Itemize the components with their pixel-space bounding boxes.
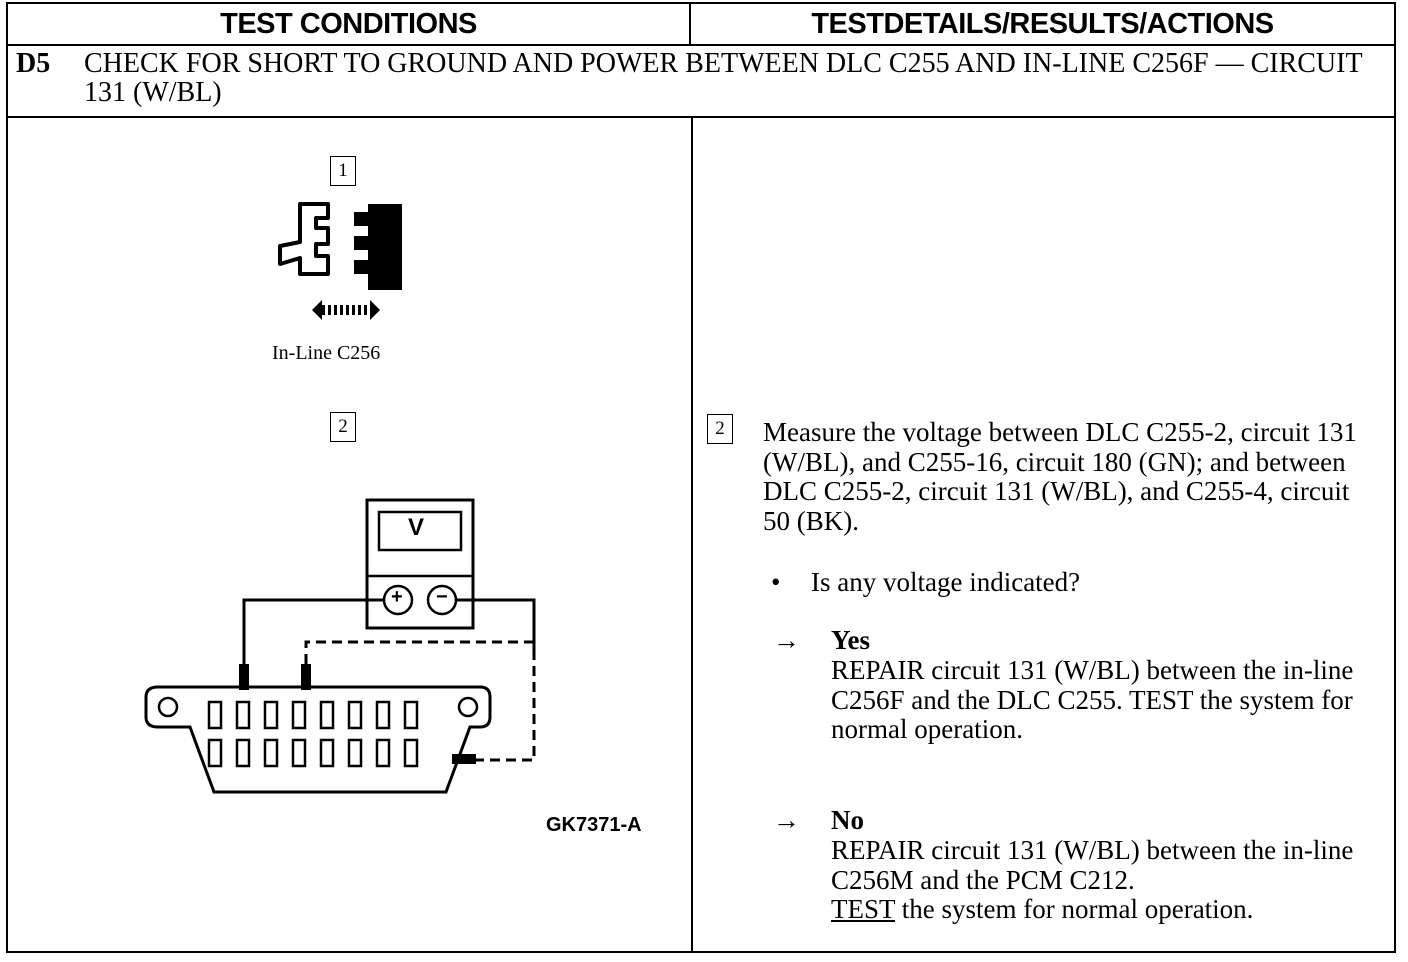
yes-action: REPAIR circuit 131 (W/BL) between the in… (831, 655, 1354, 744)
inline-connector-c256-icon (278, 202, 402, 290)
dlc-pin-cavity-bottom-6 (347, 738, 363, 768)
dlc-pin-cavity-top-3 (263, 700, 279, 730)
details-step-box: 2 (707, 414, 733, 444)
disconnect-arrow-icon (312, 300, 380, 320)
dlc-pin-cavity-top-6 (347, 700, 363, 730)
no-action: REPAIR circuit 131 (W/BL) between the in… (831, 835, 1371, 925)
dlc-pin-cavity-bottom-7 (375, 738, 391, 768)
bullet-icon: • (771, 567, 781, 597)
meter-display-label: V (408, 514, 425, 541)
connector-caption: In-Line C256 (272, 342, 381, 364)
dlc-c255-connector-icon (144, 685, 492, 794)
wiring-diagram-svg (144, 202, 536, 794)
dlc-pin-cavity-top-7 (375, 700, 391, 730)
dlc-pin-cavity-bottom-5 (319, 738, 335, 768)
test-conditions-diagram: 1 (8, 116, 691, 953)
voltage-question: Is any voltage indicated? (811, 567, 1081, 597)
dlc-pin-cavity-bottom-8 (403, 738, 419, 768)
header-test-details: TESTDETAILS/RESULTS/ACTIONS (811, 8, 1274, 40)
procedure-page: TEST CONDITIONS TESTDETAILS/RESULTS/ACTI… (6, 2, 1396, 953)
step2-box: 2 (330, 412, 356, 442)
step1-box: 1 (330, 156, 356, 186)
meter-plus-label: + (391, 586, 403, 608)
dlc-pin-cavity-top-1 (207, 700, 223, 730)
test-details-column: 2 Measure the voltage between DLC C255-2… (693, 116, 1394, 953)
no-action-test-word: TEST (831, 894, 896, 924)
step-title-row: D5 CHECK FOR SHORT TO GROUND AND POWER B… (8, 44, 1394, 118)
dlc-pin-cavity-top-4 (291, 700, 307, 730)
measurement-instruction: Measure the voltage between DLC C255-2, … (763, 417, 1357, 536)
meter-minus-label: − (436, 586, 448, 608)
figure-code: GK7371-A (546, 814, 642, 836)
step-number: D5 (16, 48, 51, 79)
header-test-conditions: TEST CONDITIONS (8, 4, 691, 44)
yes-label: Yes (831, 625, 870, 655)
step-title: CHECK FOR SHORT TO GROUND AND POWER BETW… (84, 48, 1363, 108)
dlc-pin-cavity-bottom-4 (291, 738, 307, 768)
dlc-pin-cavity-bottom-2 (235, 738, 251, 768)
yes-arrow-icon: → (773, 625, 800, 655)
table-header: TEST CONDITIONS TESTDETAILS/RESULTS/ACTI… (8, 4, 1394, 46)
dlc-pin-cavity-top-5 (319, 700, 335, 730)
dlc-pin-cavity-bottom-3 (263, 738, 279, 768)
no-arrow-icon: → (773, 805, 800, 835)
dlc-pin-cavity-top-8 (403, 700, 419, 730)
no-label: No (831, 805, 864, 835)
dlc-pin-cavity-bottom-1 (207, 738, 223, 768)
column-divider (691, 116, 693, 953)
no-action-test-rest: the system for normal operation. (895, 894, 1254, 924)
dlc-pin-cavity-top-2 (235, 700, 251, 730)
no-action-repair: REPAIR circuit 131 (W/BL) between the in… (831, 835, 1354, 895)
